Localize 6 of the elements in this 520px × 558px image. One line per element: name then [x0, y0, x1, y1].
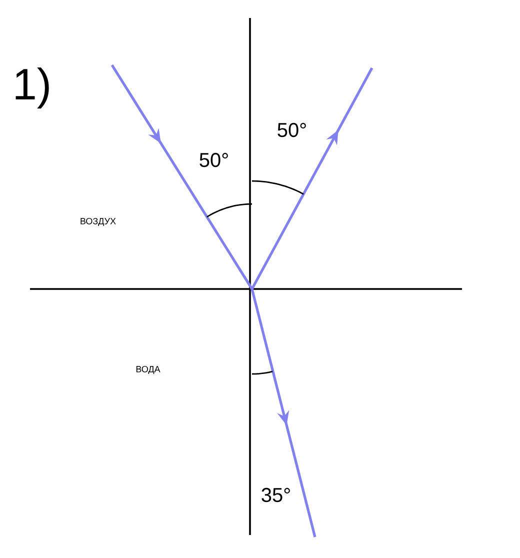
medium-label: ВОЗДУХ: [80, 218, 116, 226]
angle-label: 35°: [262, 488, 290, 502]
angle-label: 50°: [278, 122, 306, 138]
angle-label: 50°: [200, 152, 228, 168]
medium-label: ВОДА: [136, 366, 160, 374]
problem-number: 1): [16, 68, 49, 108]
